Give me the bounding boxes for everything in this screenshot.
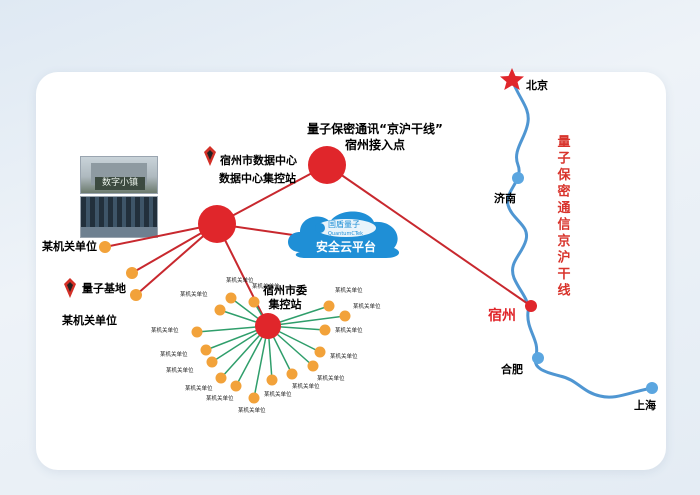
spoke-unit-label: 某机关单位 (330, 352, 358, 360)
spoke-unit-node (307, 360, 319, 372)
logo-inner-base (67, 282, 73, 292)
link-datacenter-unit-top (104, 223, 218, 248)
datacenter-label-2: 数据中心集控站 (219, 171, 296, 185)
cloud-label: 安全云平台 (316, 239, 376, 254)
spoke-unit-node (323, 300, 335, 312)
municipal-label-1: 宿州市委 (263, 283, 308, 297)
spoke-unit-label: 某机关单位 (185, 384, 213, 392)
spoke-unit-node (215, 372, 227, 384)
spoke-unit-label: 某机关单位 (151, 326, 179, 334)
city-shanghai-node (646, 382, 658, 394)
city-hefei-label: 合肥 (501, 362, 523, 376)
unit-left-top-label: 某机关单位 (41, 239, 97, 253)
spoke-unit-label: 某机关单位 (252, 282, 280, 290)
spoke-unit-label: 某机关单位 (353, 302, 381, 310)
unit-left-top-node (99, 241, 111, 253)
logo-inner-datacenter (207, 150, 213, 160)
vertical-title-char: 保 (556, 167, 571, 183)
spoke-unit-node (339, 310, 351, 322)
spoke-unit-node (248, 296, 260, 308)
datacenter-node (198, 205, 236, 243)
vertical-title-char: 量 (557, 135, 570, 150)
spoke-unit-label: 某机关单位 (166, 366, 194, 374)
vertical-title-char: 信 (557, 217, 570, 233)
spoke-unit-node (314, 346, 326, 358)
spoke-unit-label: 某机关单位 (226, 276, 254, 284)
unit-left-bottom-node (130, 289, 142, 301)
unit-left-bottom-label: 某机关单位 (61, 313, 117, 327)
spoke-unit-node (225, 292, 237, 304)
access-label-1: 量子保密通讯“京沪干线” (307, 121, 443, 136)
vertical-title-char: 沪 (557, 250, 570, 266)
photo-sign-text: 数字小镇 (95, 177, 145, 190)
municipal-spokes: 某机关单位某机关单位某机关单位某机关单位某机关单位某机关单位某机关单位某机关单位… (151, 276, 381, 414)
link-datacenter-municipal (216, 223, 269, 327)
city-jinan-label: 济南 (494, 191, 516, 205)
link-access-datacenter (216, 164, 328, 225)
quantum-base-label: 量子基地 (82, 281, 126, 295)
vertical-title-char: 通 (557, 200, 570, 216)
diagram-card (36, 72, 666, 470)
spoke-unit-node (248, 392, 260, 404)
spoke-unit-label: 某机关单位 (264, 390, 292, 398)
spoke-unit-node (200, 344, 212, 356)
quantum-logo-icon (64, 278, 76, 298)
vertical-title-char: 京 (557, 233, 570, 249)
spoke-unit-label: 某机关单位 (317, 374, 345, 382)
cloud-icon: 国盾量子 QuantumCTek 安全云平台 (288, 211, 400, 258)
city-suzhou-label: 宿州 (488, 307, 516, 324)
server-room-photo (80, 196, 158, 238)
vertical-title-char: 子 (557, 152, 570, 167)
city-beijing-label: 北京 (526, 78, 548, 92)
access-label-2: 宿州接入点 (345, 137, 405, 152)
star-icon (500, 68, 524, 90)
jinghu-route-line (506, 78, 654, 399)
spoke-unit-node (206, 356, 218, 368)
spoke-unit-node (191, 326, 203, 338)
datacenter-label-1: 宿州市数据中心 (220, 153, 297, 167)
spoke-unit-node (214, 304, 226, 316)
city-suzhou-node (525, 300, 537, 312)
vertical-title-char: 密 (556, 184, 570, 200)
cloud-logo-badge (316, 219, 376, 237)
spoke-unit-node (286, 368, 298, 380)
spoke-unit-label: 某机关单位 (160, 350, 188, 358)
link-access-suzhou (326, 164, 532, 307)
cloud-brand: 国盾量子 (328, 219, 360, 229)
quantum-base-node (126, 267, 138, 279)
quantum-logo-icon (204, 146, 216, 166)
red-links (104, 164, 532, 327)
cloud-logo-icon (315, 223, 325, 233)
spoke-unit-label: 某机关单位 (335, 326, 363, 334)
vertical-title-char: 干 (557, 267, 570, 282)
spoke-unit-label: 某机关单位 (206, 394, 234, 402)
vertical-title-char: 线 (557, 283, 570, 299)
spoke-unit-node (230, 380, 242, 392)
city-jinan-node (512, 172, 524, 184)
city-shanghai-label: 上海 (634, 398, 656, 412)
spoke-unit-node (319, 324, 331, 336)
spoke-unit-label: 某机关单位 (238, 406, 266, 414)
access-point-node (308, 146, 346, 184)
spoke-unit-label: 某机关单位 (180, 290, 208, 298)
spoke-unit-label: 某机关单位 (335, 286, 363, 294)
spoke-unit-node (266, 374, 278, 386)
spoke-unit-label: 某机关单位 (292, 382, 320, 390)
cloud-brand-sub: QuantumCTek (328, 231, 363, 237)
city-hefei-node (532, 352, 544, 364)
municipal-label-2: 集控站 (268, 297, 302, 311)
server-room-floor (81, 227, 157, 237)
municipal-node (255, 313, 281, 339)
digital-town-photo: 数字小镇 (80, 156, 158, 194)
